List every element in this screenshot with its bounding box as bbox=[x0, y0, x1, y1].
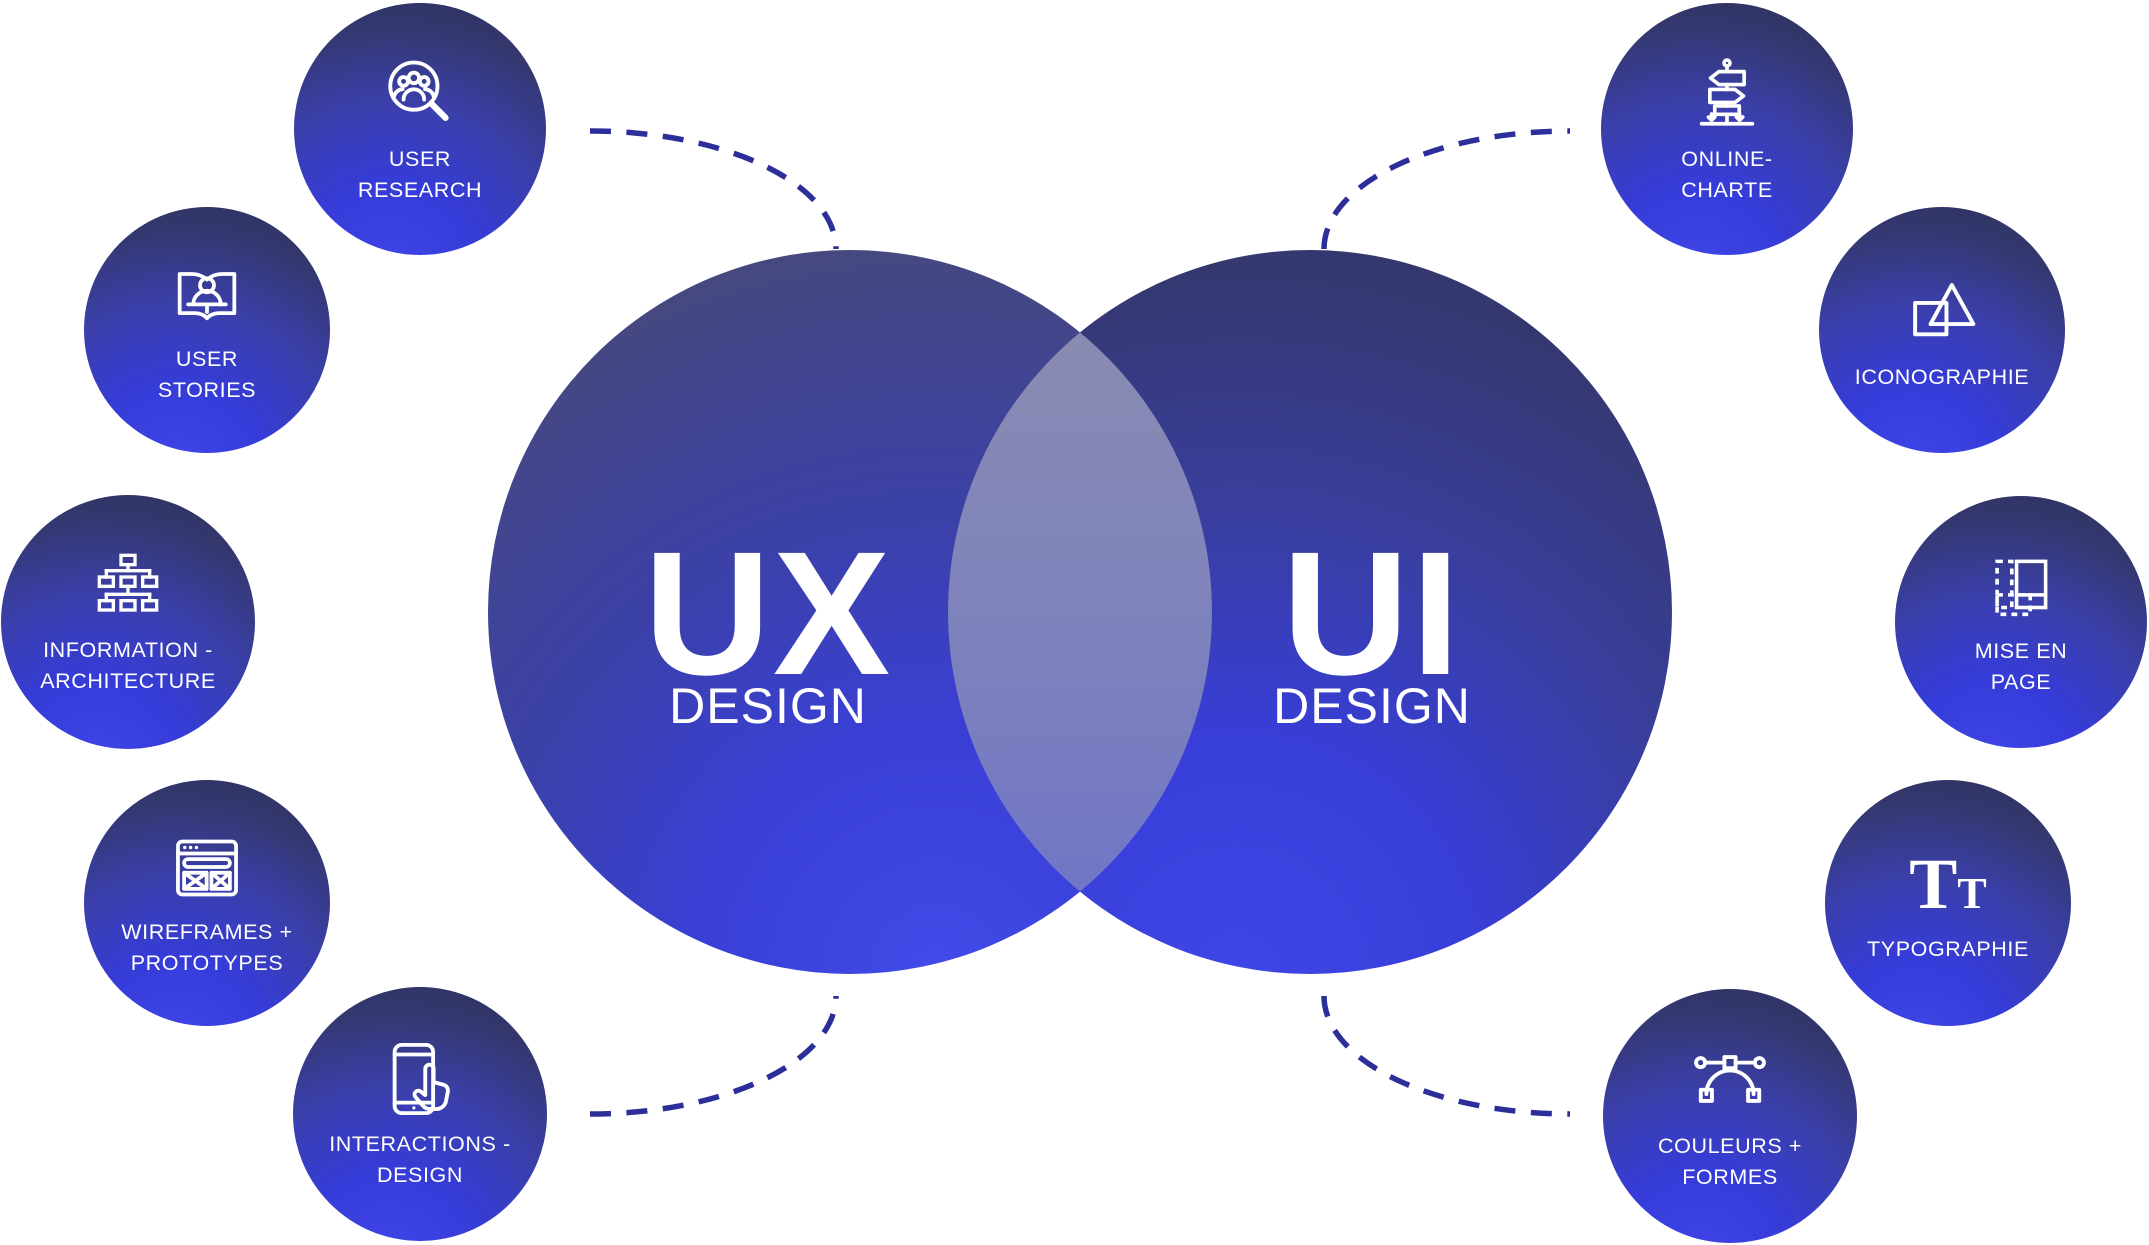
label-line-2: STORIES bbox=[157, 378, 257, 402]
satellite-wireframes-prototypes: WIREFRAMES + PROTOTYPES bbox=[84, 780, 330, 1026]
square-triangle-icon bbox=[1913, 282, 1976, 336]
ux-subtitle: DESIGN bbox=[669, 678, 867, 734]
satellite-label: USER RESEARCH bbox=[358, 144, 482, 206]
label-line-2: ARCHITECTURE bbox=[40, 669, 216, 693]
satellite-user-research: USER RESEARCH bbox=[294, 3, 546, 255]
dashed-connector-bottom-right bbox=[1321, 995, 1571, 1117]
large-t-glyph: T bbox=[1909, 843, 1958, 924]
magnifier-people-icon bbox=[388, 60, 449, 121]
label-line-2: PROTOTYPES bbox=[130, 951, 284, 975]
label-line-1: INFORMATION - bbox=[43, 638, 213, 662]
label-line-2: FORMES bbox=[1682, 1165, 1778, 1189]
label-line-1: ONLINE- bbox=[1681, 147, 1773, 171]
satellite-online-charte: ONLINE- CHARTE bbox=[1601, 3, 1853, 255]
satellite-label: INFORMATION - ARCHITECTURE bbox=[40, 635, 216, 697]
sitemap-icon bbox=[97, 553, 159, 612]
signpost-icon bbox=[1699, 58, 1755, 126]
overlap-lens bbox=[948, 332, 1212, 892]
label-line-1: COULEURS + bbox=[1658, 1134, 1802, 1158]
dashed-connector-top-right bbox=[1321, 128, 1571, 250]
label-line-2: CHARTE bbox=[1681, 178, 1773, 202]
ui-subtitle: DESIGN bbox=[1273, 678, 1471, 734]
satellite-label: USER STORIES bbox=[158, 344, 256, 406]
bezier-curve-icon bbox=[1694, 1055, 1766, 1103]
satellite-information-architecture: INFORMATION - ARCHITECTURE bbox=[1, 495, 255, 749]
label-line-1: WIREFRAMES + bbox=[121, 920, 293, 944]
satellite-couleurs-formes: COULEURS + FORMES bbox=[1603, 989, 1857, 1243]
label-line-1: INTERACTIONS - bbox=[329, 1132, 511, 1156]
satellite-label: TYPOGRAPHIE bbox=[1867, 934, 2029, 965]
satellite-label: INTERACTIONS - DESIGN bbox=[329, 1129, 511, 1191]
ux-title: UX bbox=[643, 516, 893, 712]
satellite-label: ICONOGRAPHIE bbox=[1855, 362, 2029, 393]
dashed-connector-top-left bbox=[589, 128, 839, 250]
book-person-icon bbox=[177, 272, 237, 321]
label-line-2: DESIGN bbox=[376, 1163, 463, 1187]
satellite-mise-en-page: MISE EN PAGE bbox=[1895, 496, 2147, 748]
phone-tap-icon bbox=[392, 1042, 450, 1116]
label-line-1: USER bbox=[175, 347, 239, 371]
label-line-2: RESEARCH bbox=[357, 178, 483, 202]
satellite-iconographie: ICONOGRAPHIE bbox=[1819, 207, 2065, 453]
browser-wireframe-icon bbox=[176, 839, 238, 897]
label-line-1: ICONOGRAPHIE bbox=[1854, 364, 2030, 389]
satellite-label: COULEURS + FORMES bbox=[1658, 1131, 1802, 1193]
dashed-connector-bottom-left bbox=[589, 995, 839, 1117]
satellite-interactions-design: INTERACTIONS - DESIGN bbox=[293, 987, 547, 1241]
label-line-1: MISE EN bbox=[1974, 639, 2068, 663]
ui-title: UI bbox=[1282, 516, 1462, 712]
satellite-user-stories: USER STORIES bbox=[84, 207, 330, 453]
satellite-label: MISE EN PAGE bbox=[1975, 636, 2068, 698]
small-t-glyph: T bbox=[1957, 868, 1987, 918]
satellite-label: WIREFRAMES + PROTOTYPES bbox=[121, 917, 292, 979]
label-line-2: PAGE bbox=[1990, 670, 2052, 694]
satellite-label: ONLINE- CHARTE bbox=[1681, 144, 1773, 206]
label-line-1: USER bbox=[388, 147, 452, 171]
page-layout-icon bbox=[1995, 559, 2048, 617]
label-line-1: TYPOGRAPHIE bbox=[1867, 936, 2029, 961]
